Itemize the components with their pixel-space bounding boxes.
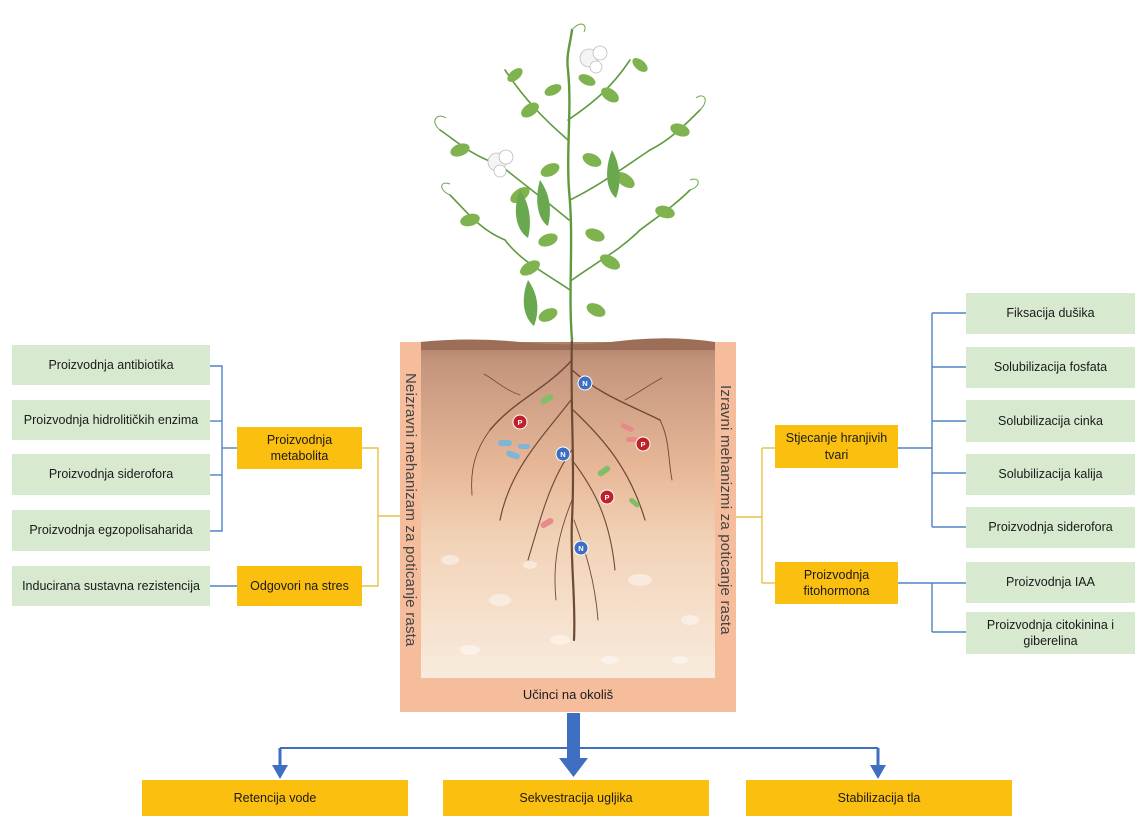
direct-mechanism-label: Izravni mehanizmi za poticanje rasta xyxy=(717,385,734,635)
right-item-label: Proizvodnja siderofora xyxy=(988,519,1112,535)
left-item-induced-systemic-resistance: Inducirana sustavna rezistencija xyxy=(12,566,210,606)
right-item-potassium-solubilization: Solubilizacija kalija xyxy=(966,454,1135,495)
right-item-cytokinin-gibberellin-production: Proizvodnja citokinina i giberelina xyxy=(966,612,1135,654)
right-item-phosphate-solubilization: Solubilizacija fosfata xyxy=(966,347,1135,388)
indirect-mechanism-panel: Neizravni mehanizam za poticanje rasta xyxy=(400,342,421,678)
indirect-mechanism-label: Neizravni mehanizam za poticanje rasta xyxy=(402,373,419,647)
right-item-label: Solubilizacija cinka xyxy=(998,413,1103,429)
right-item-label-line2: giberelina xyxy=(1023,633,1077,649)
right-item-zinc-solubilization: Solubilizacija cinka xyxy=(966,400,1135,442)
left-item-label: Inducirana sustavna rezistencija xyxy=(22,578,200,594)
effect-arrows xyxy=(272,713,886,779)
right-item-label: Solubilizacija kalija xyxy=(998,466,1102,482)
right-item-label: Fiksacija dušika xyxy=(1006,305,1094,321)
category-label-line1: Proizvodnja xyxy=(804,567,869,583)
effect-label: Retencija vode xyxy=(234,790,317,806)
nitrogen-label: N xyxy=(582,379,587,388)
effect-soil-stabilization: Stabilizacija tla xyxy=(746,780,1012,816)
direct-mechanism-panel: Izravni mehanizmi za poticanje rasta xyxy=(715,342,736,678)
right-item-siderophore-production: Proizvodnja siderofora xyxy=(966,507,1135,548)
effect-label: Sekvestracija ugljika xyxy=(519,790,632,806)
environmental-effects-label: Učinci na okoliš xyxy=(523,687,613,704)
category-phytohormone-production: Proizvodnja fitohormona xyxy=(775,562,898,604)
left-item-label: Proizvodnja hidrolitičkih enzima xyxy=(24,412,198,428)
left-item-hydrolytic-enzymes: Proizvodnja hidrolitičkih enzima xyxy=(12,400,210,440)
right-gold-connectors xyxy=(736,448,775,583)
soil-panel xyxy=(420,338,715,678)
category-metabolite-production: Proizvodnja metabolita xyxy=(237,427,362,469)
category-nutrient-acquisition: Stjecanje hranjivih tvari xyxy=(775,425,898,468)
category-label-line1: Odgovori na stres xyxy=(250,578,349,594)
phosphorus-label: P xyxy=(517,418,522,427)
effect-water-retention: Retencija vode xyxy=(142,780,408,816)
phosphorus-label: P xyxy=(604,493,609,502)
left-item-label: Proizvodnja antibiotika xyxy=(48,357,173,373)
nitrogen-label: N xyxy=(578,544,583,553)
left-item-antibiotic-production: Proizvodnja antibiotika xyxy=(12,345,210,385)
right-item-label: Solubilizacija fosfata xyxy=(994,359,1107,375)
effect-carbon-sequestration: Sekvestracija ugljika xyxy=(443,780,709,816)
left-connectors xyxy=(210,366,237,586)
nitrogen-label: N xyxy=(560,450,565,459)
left-item-label: Proizvodnja egzopolisaharida xyxy=(29,522,192,538)
category-label-line1: Proizvodnja xyxy=(267,432,332,448)
environmental-effects-bar: Učinci na okoliš xyxy=(400,678,736,712)
left-item-label: Proizvodnja siderofora xyxy=(49,466,173,482)
right-connectors xyxy=(898,313,966,632)
category-label-line2: tvari xyxy=(825,447,849,463)
category-label-line1: Stjecanje hranjivih xyxy=(786,430,887,446)
category-label-line2: metabolita xyxy=(271,448,329,464)
category-stress-responses: Odgovori na stres xyxy=(237,566,362,606)
left-item-siderophore-production: Proizvodnja siderofora xyxy=(12,454,210,495)
effect-label: Stabilizacija tla xyxy=(838,790,921,806)
flower-icon xyxy=(580,46,607,73)
right-item-label-line1: Proizvodnja citokinina i xyxy=(987,617,1114,633)
left-gold-connectors xyxy=(362,448,400,586)
right-item-nitrogen-fixation: Fiksacija dušika xyxy=(966,293,1135,334)
right-item-iaa-production: Proizvodnja IAA xyxy=(966,562,1135,603)
category-label-line2: fitohormona xyxy=(803,583,869,599)
plant-illustration xyxy=(435,24,705,340)
phosphorus-label: P xyxy=(640,440,645,449)
left-item-exopolysaccharide-production: Proizvodnja egzopolisaharida xyxy=(12,510,210,551)
right-item-label: Proizvodnja IAA xyxy=(1006,574,1095,590)
